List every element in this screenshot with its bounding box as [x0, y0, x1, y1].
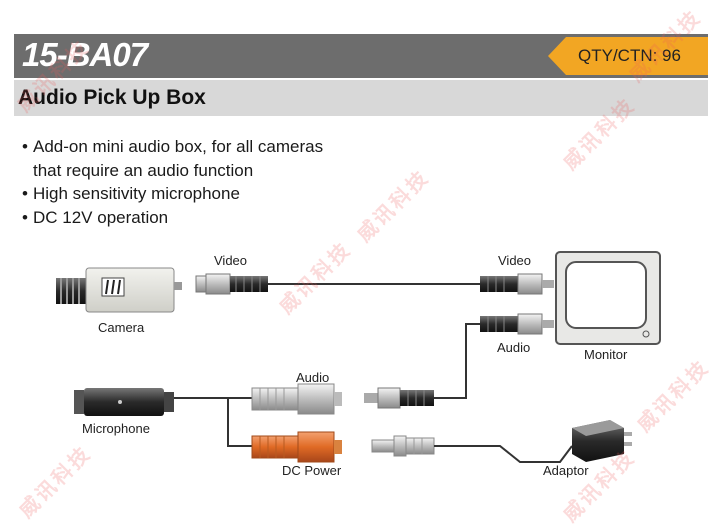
feature-item: •High sensitivity microphone	[22, 184, 240, 203]
feature-text: High sensitivity microphone	[33, 184, 240, 203]
qty-badge: QTY/CTN: 96	[548, 37, 708, 75]
monitor-icon	[555, 251, 661, 345]
feature-item: •Add-on mini audio box, for all cameras	[22, 137, 324, 156]
subtitle-bar	[14, 80, 708, 116]
feature-item: •DC 12V operation	[22, 207, 169, 227]
adaptor-label: Adaptor	[543, 463, 589, 478]
monitor-label: Monitor	[584, 347, 628, 362]
feature-list: •Add-on mini audio box, for all cameras …	[22, 135, 323, 229]
video-label-left: Video	[214, 253, 248, 268]
dc-power-label: DC Power	[282, 463, 342, 478]
audio-plug-box-icon	[364, 387, 434, 409]
camera-icon	[56, 267, 182, 313]
feature-text: that require an audio function	[33, 160, 254, 180]
dc-power-connector-icon	[251, 431, 342, 463]
qty-badge-shape	[548, 37, 708, 75]
audio-label-box: Audio	[296, 370, 330, 385]
microphone-icon	[74, 388, 174, 416]
video-plug-left-icon	[195, 273, 268, 295]
microphone-label: Microphone	[82, 421, 150, 436]
audio-label-monitor: Audio	[497, 340, 531, 355]
product-title: Audio Pick Up Box	[18, 86, 206, 109]
feature-text: DC 12V operation	[33, 207, 169, 227]
camera-label: Camera	[98, 320, 145, 335]
feature-text: Add-on mini audio box, for all cameras	[33, 137, 324, 156]
dc-plug-icon	[371, 435, 435, 457]
video-plug-right-icon	[480, 273, 554, 295]
product-model: 15-BA07	[22, 36, 148, 73]
video-label-right: Video	[498, 253, 532, 268]
qty-text: QTY/CTN: 96	[578, 46, 681, 65]
adaptor-icon	[572, 420, 632, 462]
audio-connector-icon	[251, 383, 342, 415]
feature-item-continued: that require an audio function	[22, 159, 323, 183]
audio-plug-monitor-icon	[480, 313, 554, 335]
